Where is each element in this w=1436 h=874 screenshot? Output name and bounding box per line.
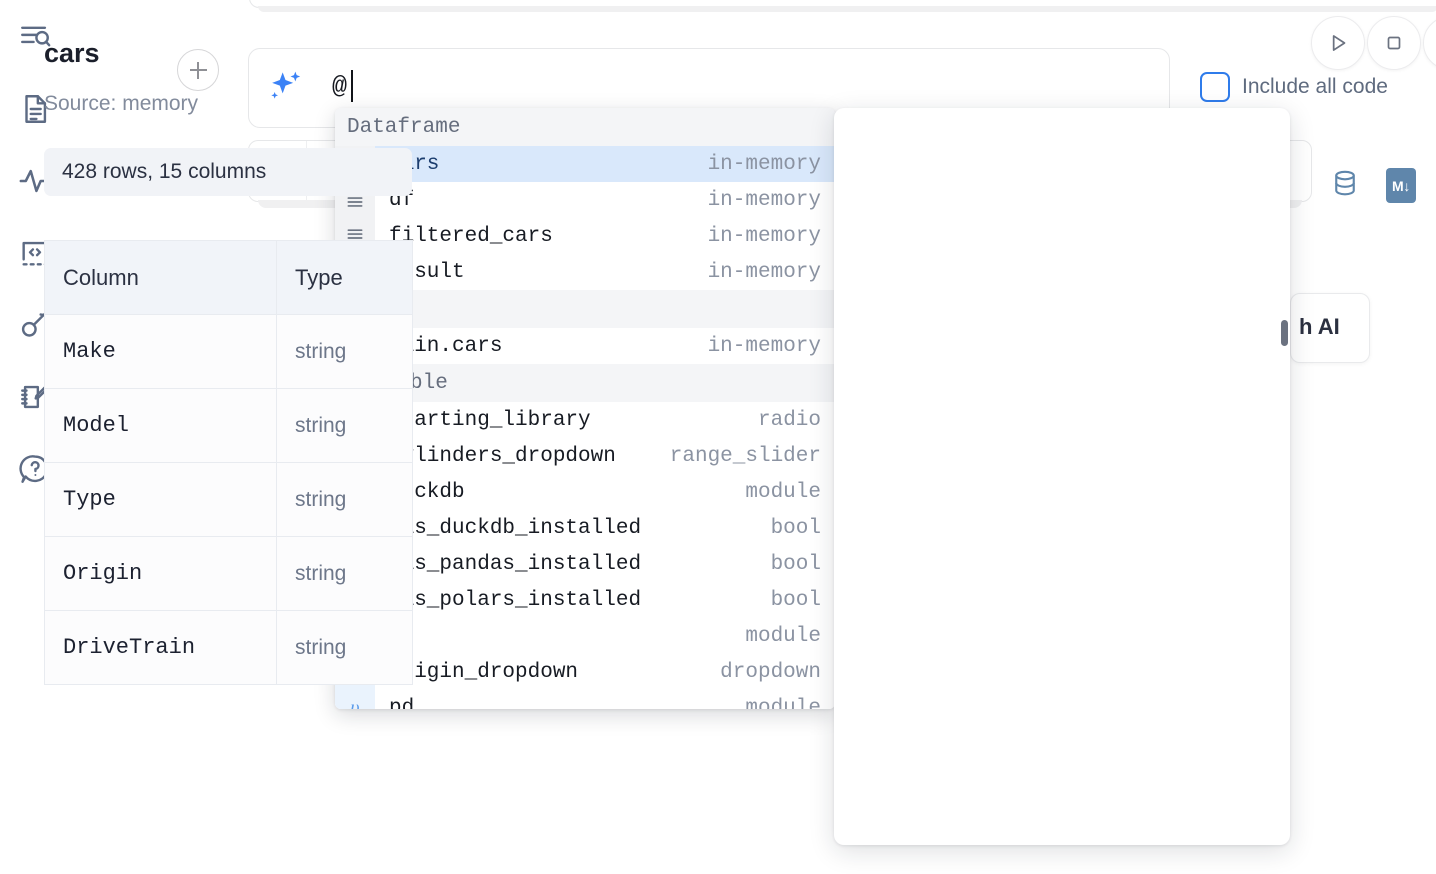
autocomplete-item-name: has_duckdb_installed [375,517,771,540]
preview-type-header: Type [277,241,413,315]
autocomplete-item-name: df [375,189,708,212]
cell-toolbar: M↓ [1330,168,1416,203]
autocomplete-item-type: bool [771,517,835,540]
preview-schema-table: ColumnTypeMakestringModelstringTypestrin… [44,240,413,685]
autocomplete-item-type: bool [771,553,835,576]
column-name-cell: DriveTrain [45,611,277,685]
ai-prompt-input[interactable]: @ [332,72,347,101]
autocomplete-item-type: in-memory [708,189,835,212]
autocomplete-item-name: filtered_cars [375,225,708,248]
column-type-cell: string [277,463,413,537]
run-button[interactable] [1311,16,1365,70]
more-actions-button[interactable] [1423,16,1436,70]
autocomplete-item-type: in-memory [708,153,835,176]
autocomplete-group-label: Dataframe [335,108,835,146]
autocomplete-item-type: module [745,697,835,710]
autocomplete-item-type: in-memory [708,225,835,248]
markdown-badge[interactable]: M↓ [1386,168,1416,203]
autocomplete-item-name: pd [375,697,745,710]
autocomplete-item-type: in-memory [708,335,835,358]
autocomplete-item-type: bool [771,589,835,612]
autocomplete-item-name: has_polars_installed [375,589,771,612]
include-all-code-control[interactable]: Include all code [1200,72,1388,102]
variable-icon: υ [335,690,375,709]
column-type-cell: string [277,315,413,389]
preview-source: Source: memory [44,92,198,116]
table-header-row: ColumnType [45,241,413,315]
preview-title: cars [44,38,100,69]
column-type-cell: string [277,389,413,463]
include-all-code-checkbox[interactable] [1200,72,1230,102]
table-row: Modelstring [45,389,413,463]
autocomplete-item-name: charting_library [375,409,758,432]
background-card-label: h AI [1299,314,1340,340]
text-caret [351,70,353,102]
autocomplete-item-name: cars [375,153,708,176]
autocomplete-item-type: module [745,625,835,648]
table-row: DriveTrainstring [45,611,413,685]
autocomplete-item-name: mo [375,625,745,648]
autocomplete-item-name: main.cars [375,335,708,358]
database-icon[interactable] [1330,168,1360,203]
sparkle-icon [266,68,306,108]
column-type-cell: string [277,537,413,611]
autocomplete-item-name: result [375,261,708,284]
autocomplete-item-name: has_pandas_installed [375,553,771,576]
autocomplete-item-name: cylinders_dropdown [375,445,670,468]
autocomplete-item-type: module [745,481,835,504]
autocomplete-item-name: duckdb [375,481,745,504]
stop-button[interactable] [1367,16,1421,70]
autocomplete-item[interactable]: υpdmodule [335,690,835,709]
table-row: Typestring [45,463,413,537]
autocomplete-item-type: radio [758,409,835,432]
autocomplete-item-name: origin_dropdown [375,661,720,684]
preview-shape: 428 rows, 15 columns [44,148,412,196]
preview-scrollbar-thumb[interactable] [1281,320,1288,346]
autocomplete-item-type: in-memory [708,261,835,284]
column-name-cell: Type [45,463,277,537]
preview-column-header: Column [45,241,277,315]
column-name-cell: Model [45,389,277,463]
column-type-cell: string [277,611,413,685]
column-name-cell: Origin [45,537,277,611]
previous-cell-shadow [258,6,1436,12]
autocomplete-item-type: range_slider [670,445,835,468]
column-name-cell: Make [45,315,277,389]
include-all-code-label: Include all code [1242,75,1388,99]
preview-panel [834,108,1290,845]
table-row: Makestring [45,315,413,389]
table-row: Originstring [45,537,413,611]
add-cell-button-top[interactable] [177,49,219,91]
autocomplete-item-type: dropdown [720,661,835,684]
